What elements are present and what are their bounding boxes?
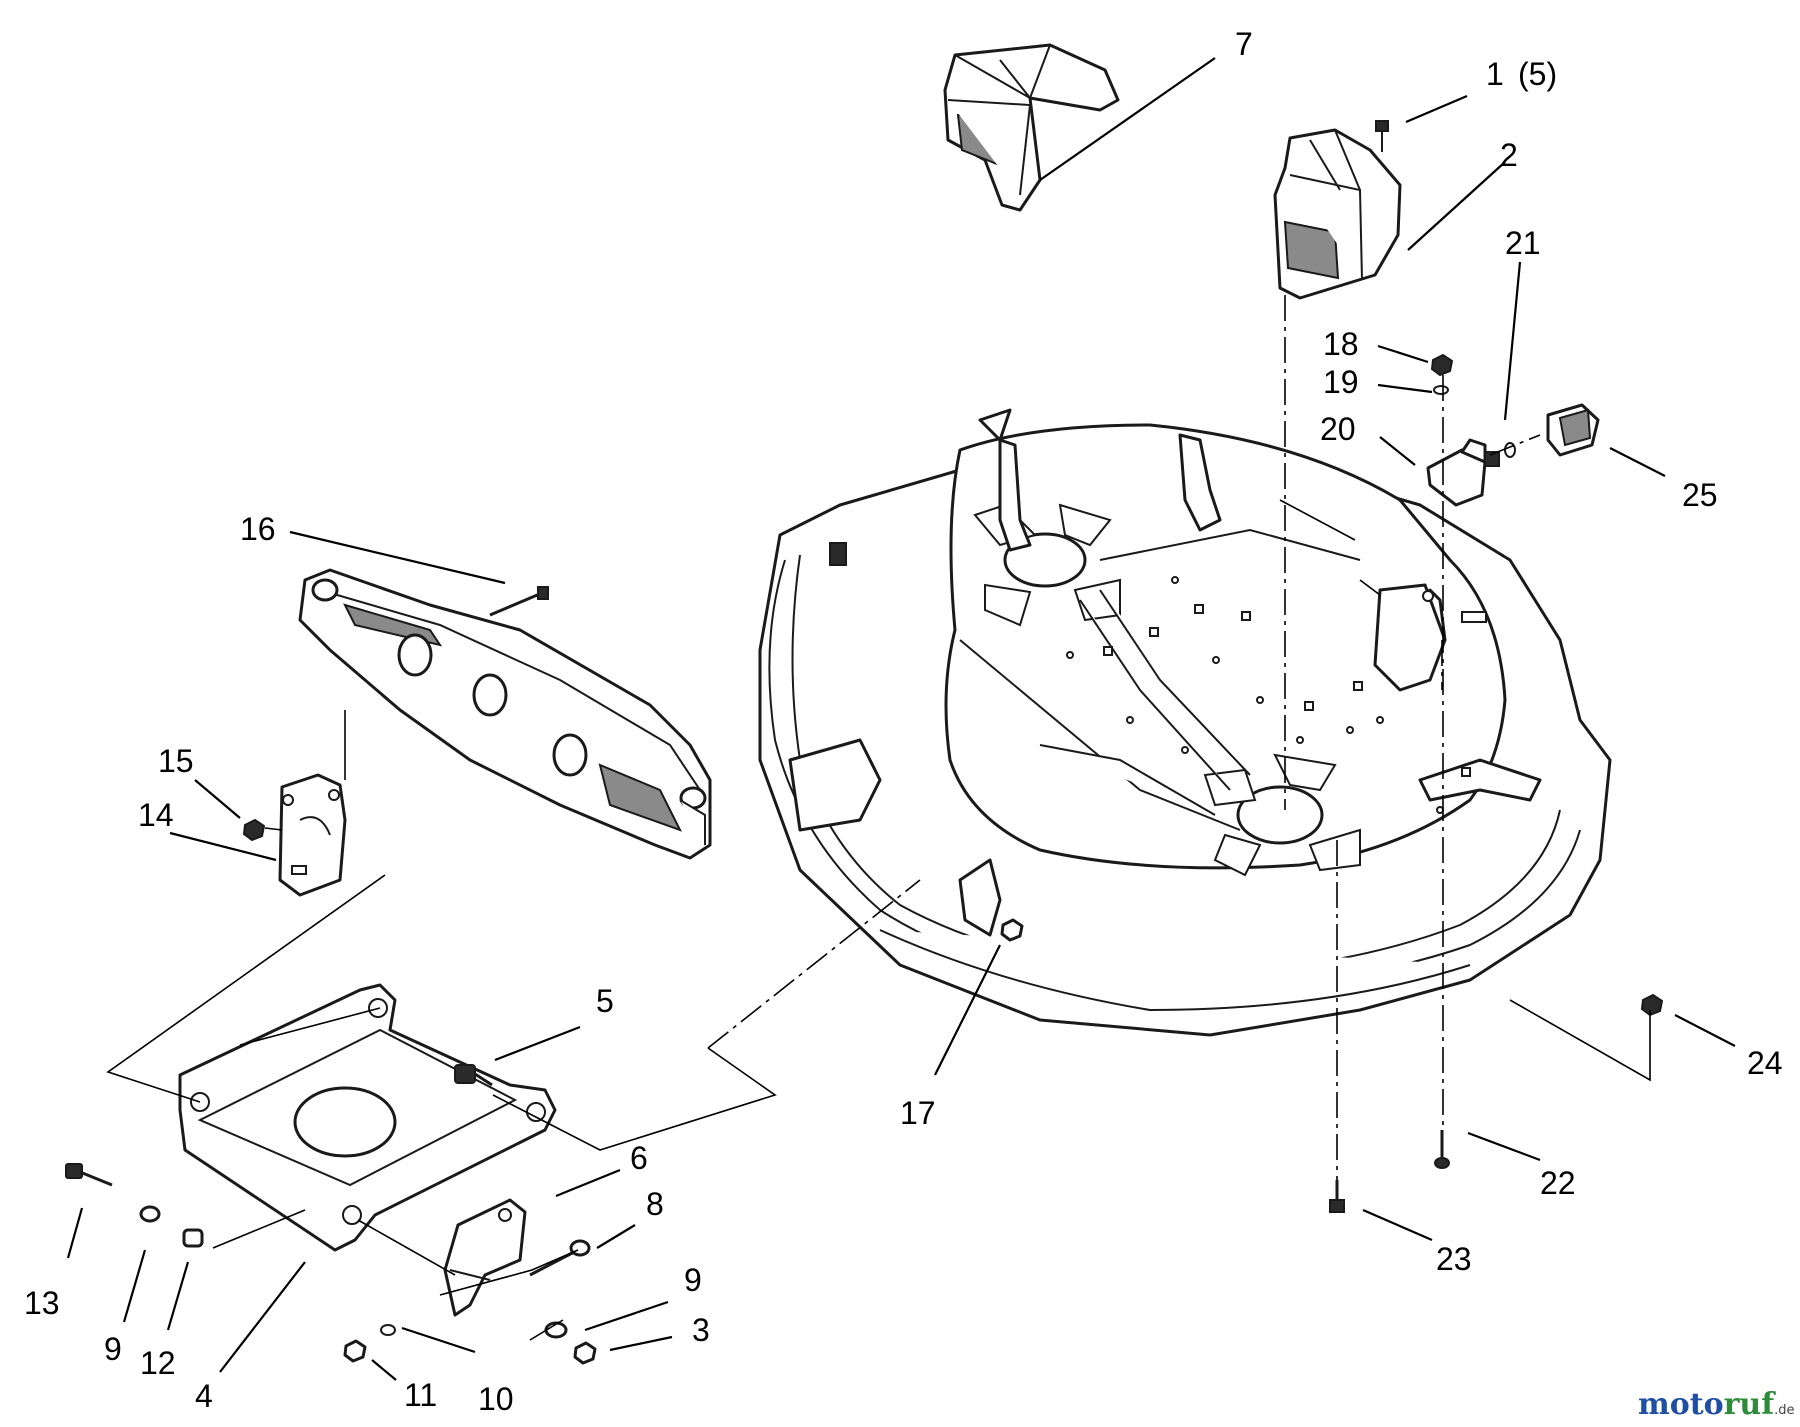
callout-17: 17: [900, 1095, 936, 1131]
callout-14: 14: [138, 797, 174, 833]
discharge-chute-left: [943, 43, 1120, 212]
callout-labels: 1 (5) 2 3 4 5 6 7 8 9 9 10 11 12 13 14 1…: [24, 26, 1783, 1417]
bracket-14: [278, 773, 347, 897]
callout-2: 2: [1500, 137, 1518, 173]
brand-watermark: motoruf.de: [1638, 1387, 1795, 1422]
assembly-lines: [106, 295, 1651, 1341]
callout-4: 4: [195, 1378, 213, 1414]
spacer-12: [182, 1228, 204, 1248]
nut-3: [573, 1341, 597, 1365]
callout-22: 22: [1540, 1165, 1576, 1201]
nut-15: [242, 818, 266, 842]
callout-21: 21: [1505, 225, 1541, 261]
callout-7: 7: [1235, 26, 1253, 62]
callout-6: 6: [630, 1140, 648, 1176]
callout-13: 13: [24, 1285, 60, 1321]
washer-19: [1433, 385, 1449, 395]
nut-17: [1000, 918, 1024, 942]
bolt-22: [1434, 1130, 1450, 1169]
deck-pivot-arm: [298, 568, 712, 860]
callout-12: 12: [140, 1345, 176, 1381]
callout-9-left: 9: [104, 1331, 122, 1367]
bolt-1: [1375, 120, 1389, 152]
callout-1-qty: (5): [1518, 56, 1557, 92]
bolt-16: [489, 586, 549, 617]
callout-24: 24: [1747, 1045, 1783, 1081]
callout-23: 23: [1436, 1241, 1472, 1277]
svg-text:motoruf.de: motoruf.de: [1638, 1387, 1795, 1422]
callout-9-right: 9: [684, 1262, 702, 1298]
callout-19: 19: [1323, 364, 1359, 400]
callout-8: 8: [646, 1186, 664, 1222]
nut-24: [1640, 993, 1664, 1017]
callout-3: 3: [692, 1312, 710, 1348]
discharge-chute-right: [1273, 128, 1402, 300]
callout-5: 5: [596, 983, 614, 1019]
cap-25: [1546, 403, 1600, 457]
callout-25: 25: [1682, 477, 1718, 513]
callout-11: 11: [404, 1377, 437, 1413]
shoulder-bolt-5: [454, 1064, 493, 1087]
callout-20: 20: [1320, 411, 1356, 447]
nut-18: [1430, 353, 1454, 377]
bolt-13: [65, 1163, 113, 1187]
callout-10: 10: [478, 1381, 514, 1417]
deck-holes: [1066, 576, 1471, 814]
leader-lines: [66, 57, 1736, 1381]
nut-11: [343, 1339, 367, 1363]
height-bracket: [1373, 583, 1487, 692]
watermark-brand-b: ruf: [1724, 1387, 1777, 1422]
mower-deck: [758, 408, 1612, 1037]
callout-15: 15: [158, 743, 194, 779]
elbow-fitting-20: [1426, 438, 1500, 507]
watermark-brand-a: moto: [1638, 1387, 1724, 1422]
callout-1: 1: [1486, 56, 1504, 92]
callout-18: 18: [1323, 326, 1359, 362]
callout-16: 16: [240, 511, 276, 547]
washer-10: [380, 1324, 396, 1336]
washer-9-left: [139, 1205, 161, 1223]
watermark-suffix: .de: [1774, 1403, 1794, 1418]
hanger-bracket-4: [178, 983, 557, 1252]
bracket-6: [443, 1198, 527, 1317]
bolt-23: [1329, 1180, 1345, 1213]
